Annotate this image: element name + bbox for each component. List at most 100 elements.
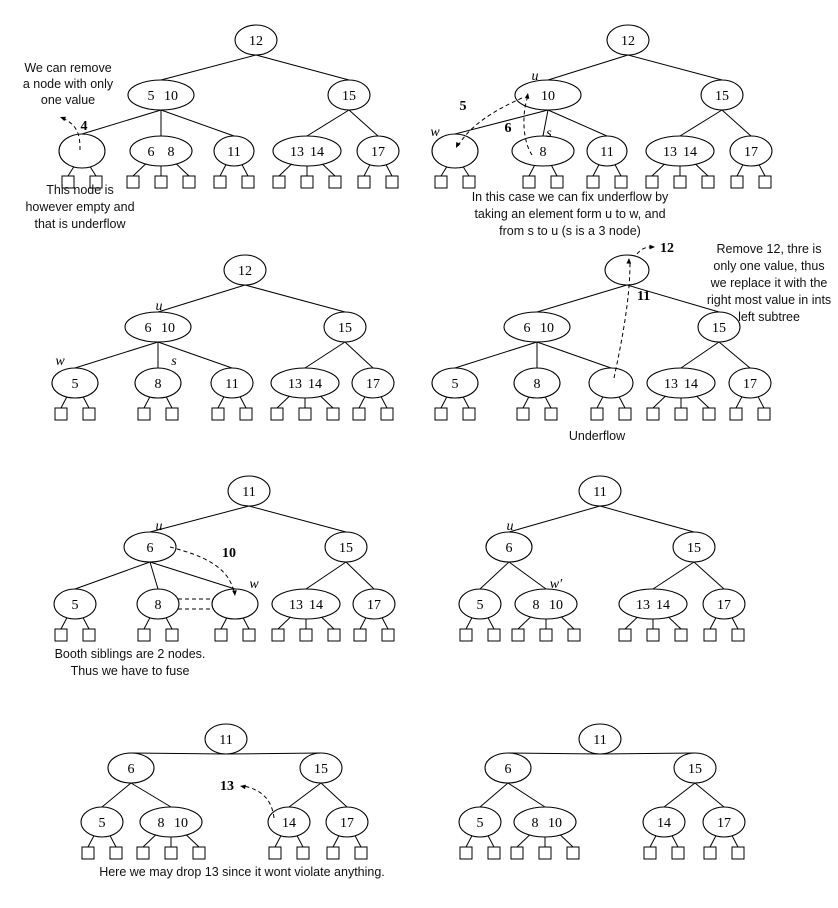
external-leaf — [646, 628, 660, 642]
external-leaf — [757, 407, 771, 421]
leaf-edge — [89, 165, 97, 177]
node-value: 5 — [148, 89, 155, 104]
tree-node — [123, 531, 177, 563]
node-label: s — [171, 354, 177, 369]
leaf-edge — [596, 395, 604, 409]
node-value: 8 — [168, 145, 175, 160]
tree-node — [351, 367, 395, 399]
node-label: w′ — [550, 577, 563, 592]
move-arrow — [169, 546, 235, 593]
tree-node — [53, 588, 97, 620]
leaf-edge — [359, 616, 367, 630]
tree-node — [325, 806, 369, 838]
node-value: 11 — [219, 733, 232, 748]
tree-edge — [479, 782, 509, 808]
external-leaf — [703, 846, 717, 860]
external-leaf — [54, 628, 68, 642]
node-label: u — [156, 299, 163, 314]
node-value: 15 — [339, 541, 353, 556]
leaf-edge — [671, 834, 679, 848]
leaf-edge — [528, 163, 536, 177]
external-leaf — [730, 175, 744, 189]
note-text: Underflow — [569, 429, 626, 443]
leaf-edge — [522, 395, 530, 409]
node-value: 5 — [72, 598, 79, 613]
node-value: 6 — [524, 321, 531, 336]
tree-edge — [718, 341, 751, 369]
external-leaf — [462, 175, 476, 189]
external-leaf — [136, 846, 150, 860]
note-text: Here we may drop 13 since it wont violat… — [99, 865, 385, 879]
tree-node — [604, 254, 650, 286]
external-leaf — [702, 407, 716, 421]
leaf-edge — [462, 165, 470, 177]
external-leaf — [645, 175, 659, 189]
note-text: Booth siblings are 2 nodes. — [55, 647, 206, 661]
tree-edge — [306, 109, 350, 137]
tree-edge — [255, 54, 350, 81]
external-leaf — [352, 407, 366, 421]
note-text: from s to u (s is a 3 node) — [499, 224, 641, 238]
external-leaf — [270, 407, 284, 421]
tree-edge — [627, 54, 723, 81]
node-value: 14 — [308, 377, 322, 392]
arrowhead-icon — [524, 93, 530, 99]
leaf-edge — [465, 834, 473, 848]
tree-edge — [680, 341, 720, 369]
leaf-edge — [241, 163, 249, 177]
tree-edge — [508, 505, 601, 533]
tree-node — [702, 588, 746, 620]
note-text: left subtree — [738, 310, 800, 324]
external-leaf — [614, 175, 628, 189]
arrowhead-icon — [626, 258, 632, 264]
node-value: 15 — [688, 762, 702, 777]
leaf-edge — [709, 616, 717, 630]
leaf-edge — [165, 395, 173, 409]
node-value: 10 — [541, 89, 555, 104]
tree-node — [51, 367, 99, 399]
node-value: 10 — [164, 89, 178, 104]
leaf-edge — [624, 616, 638, 630]
tree-node — [586, 135, 628, 167]
leaf-edge — [668, 616, 682, 630]
leaf-edge — [142, 834, 156, 848]
tree-edge — [599, 752, 696, 755]
tree-node — [729, 135, 773, 167]
leaf-edge — [321, 616, 335, 630]
note-text: We can remove — [24, 61, 111, 75]
move-value: 11 — [637, 289, 650, 304]
arrowhead-icon — [232, 590, 237, 596]
node-value: 15 — [338, 321, 352, 336]
move-value: 10 — [222, 546, 236, 561]
leaf-edge — [274, 834, 282, 848]
external-leaf — [271, 628, 285, 642]
tree-edge — [599, 505, 695, 533]
leaf-edge — [651, 163, 665, 177]
external-leaf — [380, 407, 394, 421]
leaf-edge — [82, 616, 90, 630]
tree-edge — [157, 341, 233, 369]
tree-edge — [454, 109, 549, 135]
tree-node — [213, 135, 255, 167]
move-arrow — [61, 117, 81, 151]
external-leaf — [385, 175, 399, 189]
tree-edge — [74, 341, 159, 369]
node-value: 6 — [145, 321, 152, 336]
node-value: 5 — [477, 598, 484, 613]
leaf-edge — [217, 395, 225, 409]
tree-node — [107, 752, 155, 784]
external-leaf — [703, 628, 717, 642]
node-value: 17 — [340, 816, 354, 831]
node-value: 8 — [155, 598, 162, 613]
external-leaf — [671, 846, 685, 860]
tree-node — [272, 135, 342, 167]
note-text: Thus we have to fuse — [71, 664, 190, 678]
tree-node — [127, 79, 195, 111]
leaf-edge — [731, 834, 739, 848]
leaf-edge — [731, 616, 739, 630]
tree-edge — [130, 752, 227, 755]
